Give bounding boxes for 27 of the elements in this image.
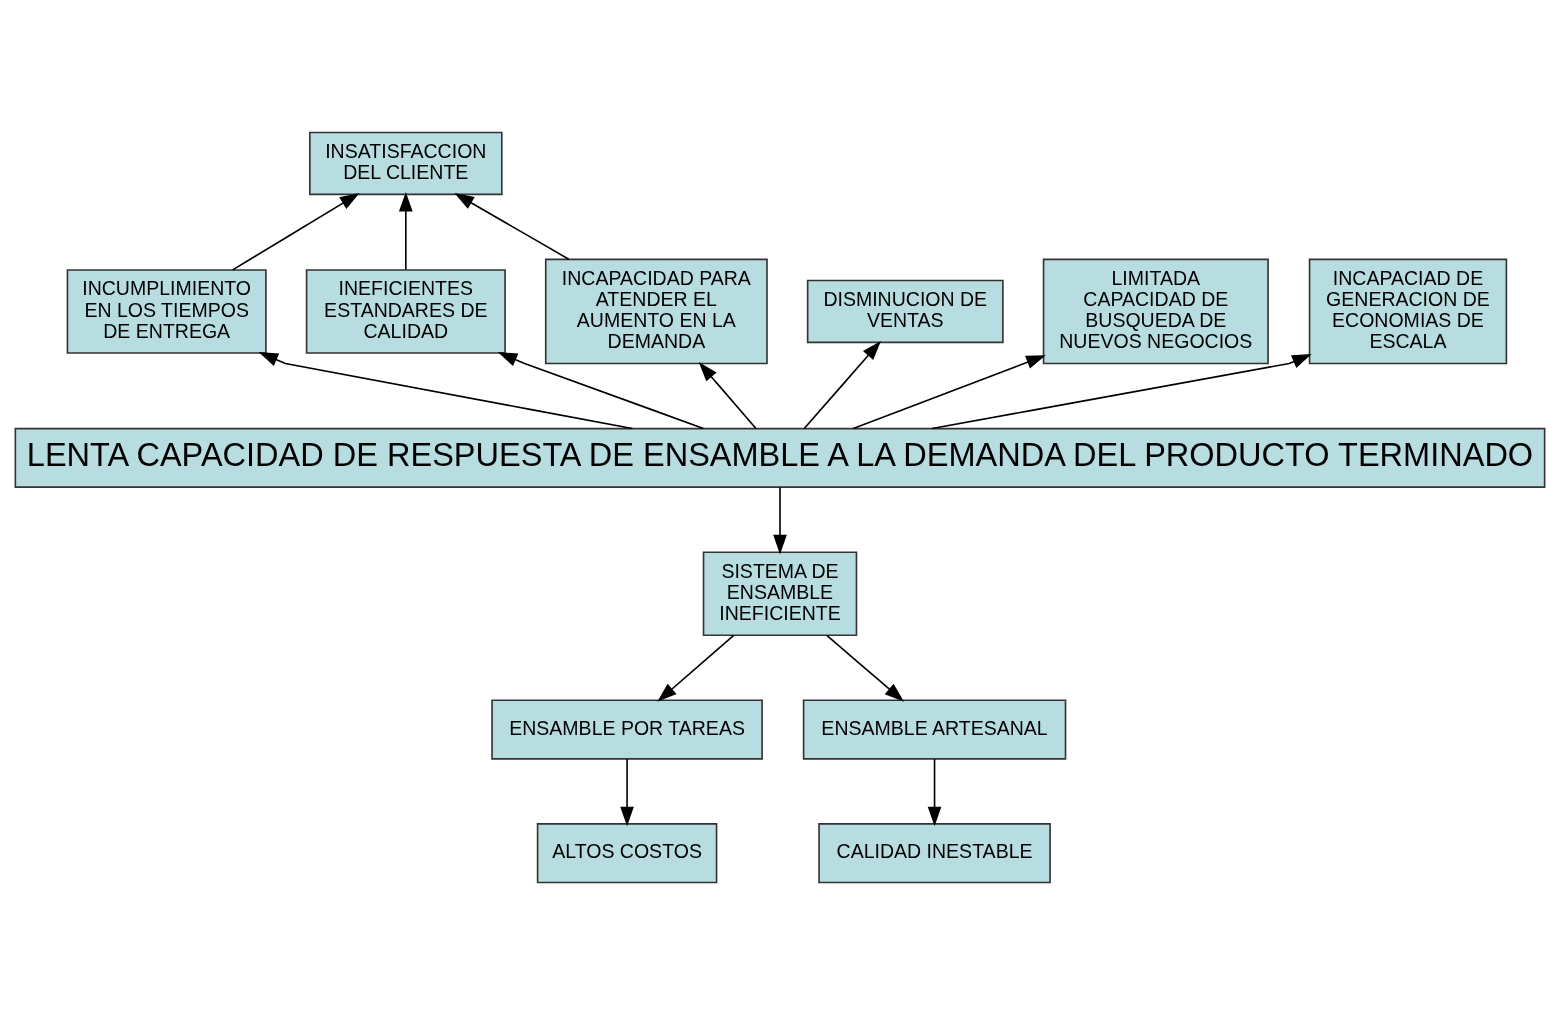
node-box: INCUMPLIMIENTO EN LOS TIEMPOS DE ENTREGA bbox=[66, 269, 267, 354]
node-box: SISTEMA DE ENSAMBLE INEFICIENTE bbox=[702, 551, 858, 637]
node-box: INSATISFACCION DEL CLIENTE bbox=[309, 131, 503, 196]
arrow bbox=[773, 486, 787, 555]
arrow bbox=[803, 340, 881, 430]
node-box: INCAPACIDAD PARA ATENDER EL AUMENTO EN LA DEMANDA bbox=[544, 258, 768, 365]
node-box: DISMINUCION DE VENTAS bbox=[806, 279, 1004, 344]
node-box: ENSAMBLE POR TAREAS bbox=[491, 699, 763, 760]
arrow bbox=[852, 355, 1046, 430]
arrow bbox=[927, 758, 942, 827]
arrow bbox=[825, 634, 904, 702]
arrow bbox=[657, 634, 735, 702]
node-box: INEFICIENTES ESTANDARES DE CALIDAD bbox=[305, 269, 506, 354]
arrow bbox=[399, 191, 413, 271]
arrow bbox=[454, 193, 570, 260]
arrow bbox=[620, 758, 634, 827]
node-box: ALTOS COSTOS bbox=[536, 823, 718, 884]
arrow bbox=[698, 362, 757, 430]
arrow bbox=[497, 352, 705, 430]
node-box: CALIDAD INESTABLE bbox=[818, 823, 1051, 884]
node-box: INCAPACIAD DE GENERACION DE ECONOMIAS DE ESCALA bbox=[1308, 258, 1508, 365]
node-box: LENTA CAPACIDAD DE RESPUESTA DE ENSAMBLE A LA DEMANDA DEL PRODUCTO TERMINADO bbox=[14, 427, 1546, 488]
arrow bbox=[258, 352, 634, 430]
arrow bbox=[931, 354, 1312, 430]
node-box: ENSAMBLE ARTESANAL bbox=[802, 699, 1067, 760]
arrow bbox=[231, 193, 360, 271]
node-box: LIMITADA CAPACIDAD DE BUSQUEDA DE NUEVOS NEGOCIOS bbox=[1042, 258, 1269, 365]
